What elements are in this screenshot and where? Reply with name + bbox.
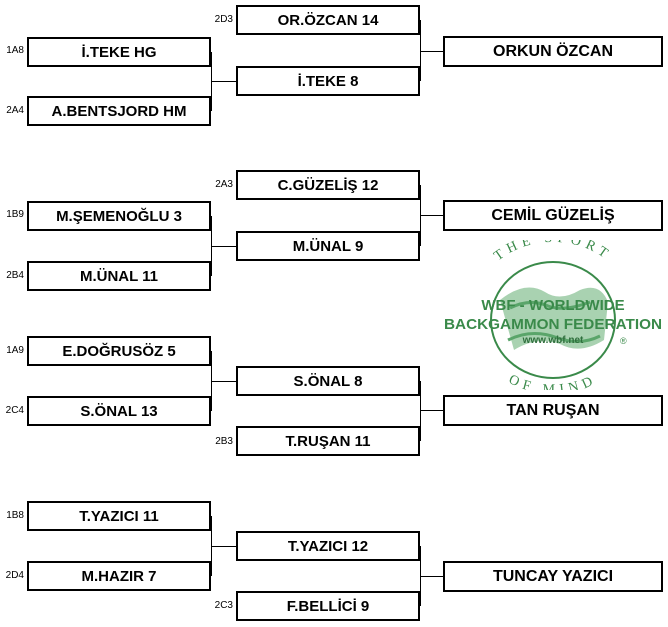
seed-label: 1A8 — [6, 45, 24, 56]
round1-player-box: S.ÖNAL 13 — [27, 396, 211, 426]
seed-label: 2C3 — [214, 600, 233, 611]
connector-line — [211, 381, 236, 382]
connector-line — [420, 20, 421, 81]
group-winner-box: TUNCAY YAZICI — [443, 561, 663, 592]
seed-label: 2D3 — [214, 14, 233, 25]
round1-player-box: M.ÜNAL 11 — [27, 261, 211, 291]
connector-line — [420, 576, 443, 577]
connector-line — [211, 246, 236, 247]
round2-player-box: S.ÖNAL 8 — [236, 366, 420, 396]
round1-player-box: İ.TEKE HG — [27, 37, 211, 67]
round2-player-box: T.RUŞAN 11 — [236, 426, 420, 456]
connector-line — [420, 215, 443, 216]
round1-player-box: M.ŞEMENOĞLU 3 — [27, 201, 211, 231]
connector-line — [420, 51, 443, 52]
round2-player-box: T.YAZICI 12 — [236, 531, 420, 561]
connector-line — [211, 81, 236, 82]
registered-mark-icon: ® — [620, 336, 627, 346]
group-winner-box: ORKUN ÖZCAN — [443, 36, 663, 67]
svg-text:OF MIND: OF MIND — [506, 372, 600, 390]
connector-line — [420, 410, 443, 411]
logo-title-line-1: WBF - WORLDWIDE — [481, 297, 624, 314]
wbf-logo: THE SPORT WBF - WORLDWIDE BACKGAMMON FED… — [444, 240, 662, 390]
seed-label: 2B3 — [215, 436, 233, 447]
connector-line — [211, 546, 236, 547]
seed-label: 2C4 — [5, 405, 24, 416]
round2-player-box: M.ÜNAL 9 — [236, 231, 420, 261]
seed-label: 1A9 — [6, 345, 24, 356]
group-winner-box: CEMİL GÜZELİŞ — [443, 200, 663, 231]
logo-title-line-2: BACKGAMMON FEDERATION — [444, 316, 662, 333]
logo-top-arc-text: THE SPORT — [492, 240, 610, 264]
seed-label: 2A4 — [6, 105, 24, 116]
seed-label: 2D4 — [5, 570, 24, 581]
round2-player-box: OR.ÖZCAN 14 — [236, 5, 420, 35]
logo-bottom-arc-text: OF MIND — [506, 372, 595, 390]
seed-label: 1B9 — [6, 209, 24, 220]
round1-player-box: A.BENTSJORD HM — [27, 96, 211, 126]
round1-player-box: M.HAZIR 7 — [27, 561, 211, 591]
globe-icon — [490, 261, 616, 379]
connector-line — [420, 381, 421, 441]
logo-url: www.wbf.net — [522, 335, 584, 346]
seed-label: 2B4 — [6, 270, 24, 281]
round2-player-box: F.BELLİCİ 9 — [236, 591, 420, 621]
round2-player-box: İ.TEKE 8 — [236, 66, 420, 96]
seed-label: 2A3 — [215, 179, 233, 190]
round1-player-box: E.DOĞRUSÖZ 5 — [27, 336, 211, 366]
seed-label: 1B8 — [6, 510, 24, 521]
svg-text:THE SPORT: THE SPORT — [492, 240, 615, 264]
group-winner-box: TAN RUŞAN — [443, 395, 663, 426]
round2-player-box: C.GÜZELİŞ 12 — [236, 170, 420, 200]
round1-player-box: T.YAZICI 11 — [27, 501, 211, 531]
